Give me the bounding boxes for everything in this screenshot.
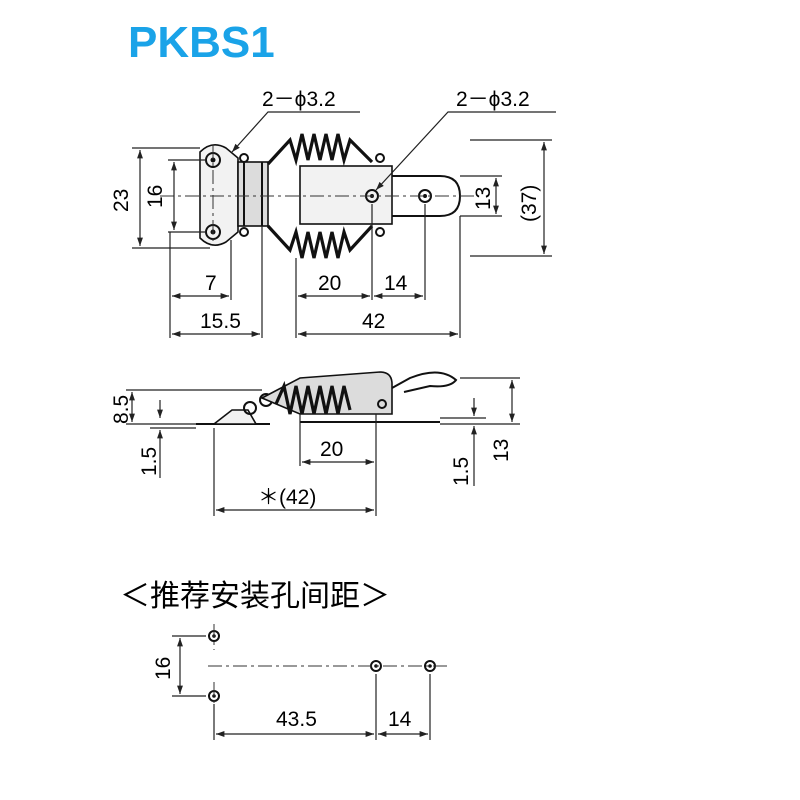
mount-hole-center-icon <box>210 157 216 163</box>
dim-1-5-right: 1.5 <box>450 457 473 486</box>
top-view: 2－ϕ3.2 2－ϕ3.2 23 16 13 (37) 7 <box>110 88 556 338</box>
lever-body <box>260 371 393 415</box>
mounting-pitch: ＜推荐安装孔间距＞ 16 43.5 14 <box>120 579 448 740</box>
dim-7: 7 <box>205 272 217 295</box>
mounting-dim-16: 16 <box>152 657 175 680</box>
hinge-plate <box>199 144 239 246</box>
dim-42: 42 <box>362 310 385 333</box>
side-dim-42: ＊(42) <box>258 486 316 509</box>
dim-8-5: 8.5 <box>110 395 133 424</box>
drawing-title: PKBS1 <box>128 18 275 67</box>
side-view: 8.5 1.5 20 ＊(42) 1.5 13 <box>110 371 520 516</box>
catch-plate <box>299 165 393 225</box>
hole-label-left: 2－ϕ3.2 <box>262 88 336 111</box>
dim-1-5-left: 1.5 <box>138 447 161 476</box>
spring-top-icon <box>266 133 374 167</box>
dim-23: 23 <box>110 189 133 212</box>
mounting-heading: ＜推荐安装孔间距＞ <box>120 579 390 614</box>
dim-16: 16 <box>144 185 167 208</box>
dim-15-5: 15.5 <box>200 310 241 333</box>
side-spring-icon <box>274 380 352 415</box>
side-dim-20: 20 <box>320 438 343 461</box>
dim-20: 20 <box>318 272 341 295</box>
mounting-dim-14: 14 <box>388 708 412 731</box>
side-dim-13: 13 <box>490 439 513 462</box>
mounting-dim-43-5: 43.5 <box>276 708 317 731</box>
hole-label-right: 2－ϕ3.2 <box>456 88 530 111</box>
spring-bottom-icon <box>266 224 374 259</box>
dim-13: 13 <box>472 187 495 210</box>
pivot-body <box>237 161 269 227</box>
dim-37: (37) <box>518 185 541 222</box>
dim-14: 14 <box>384 272 408 295</box>
